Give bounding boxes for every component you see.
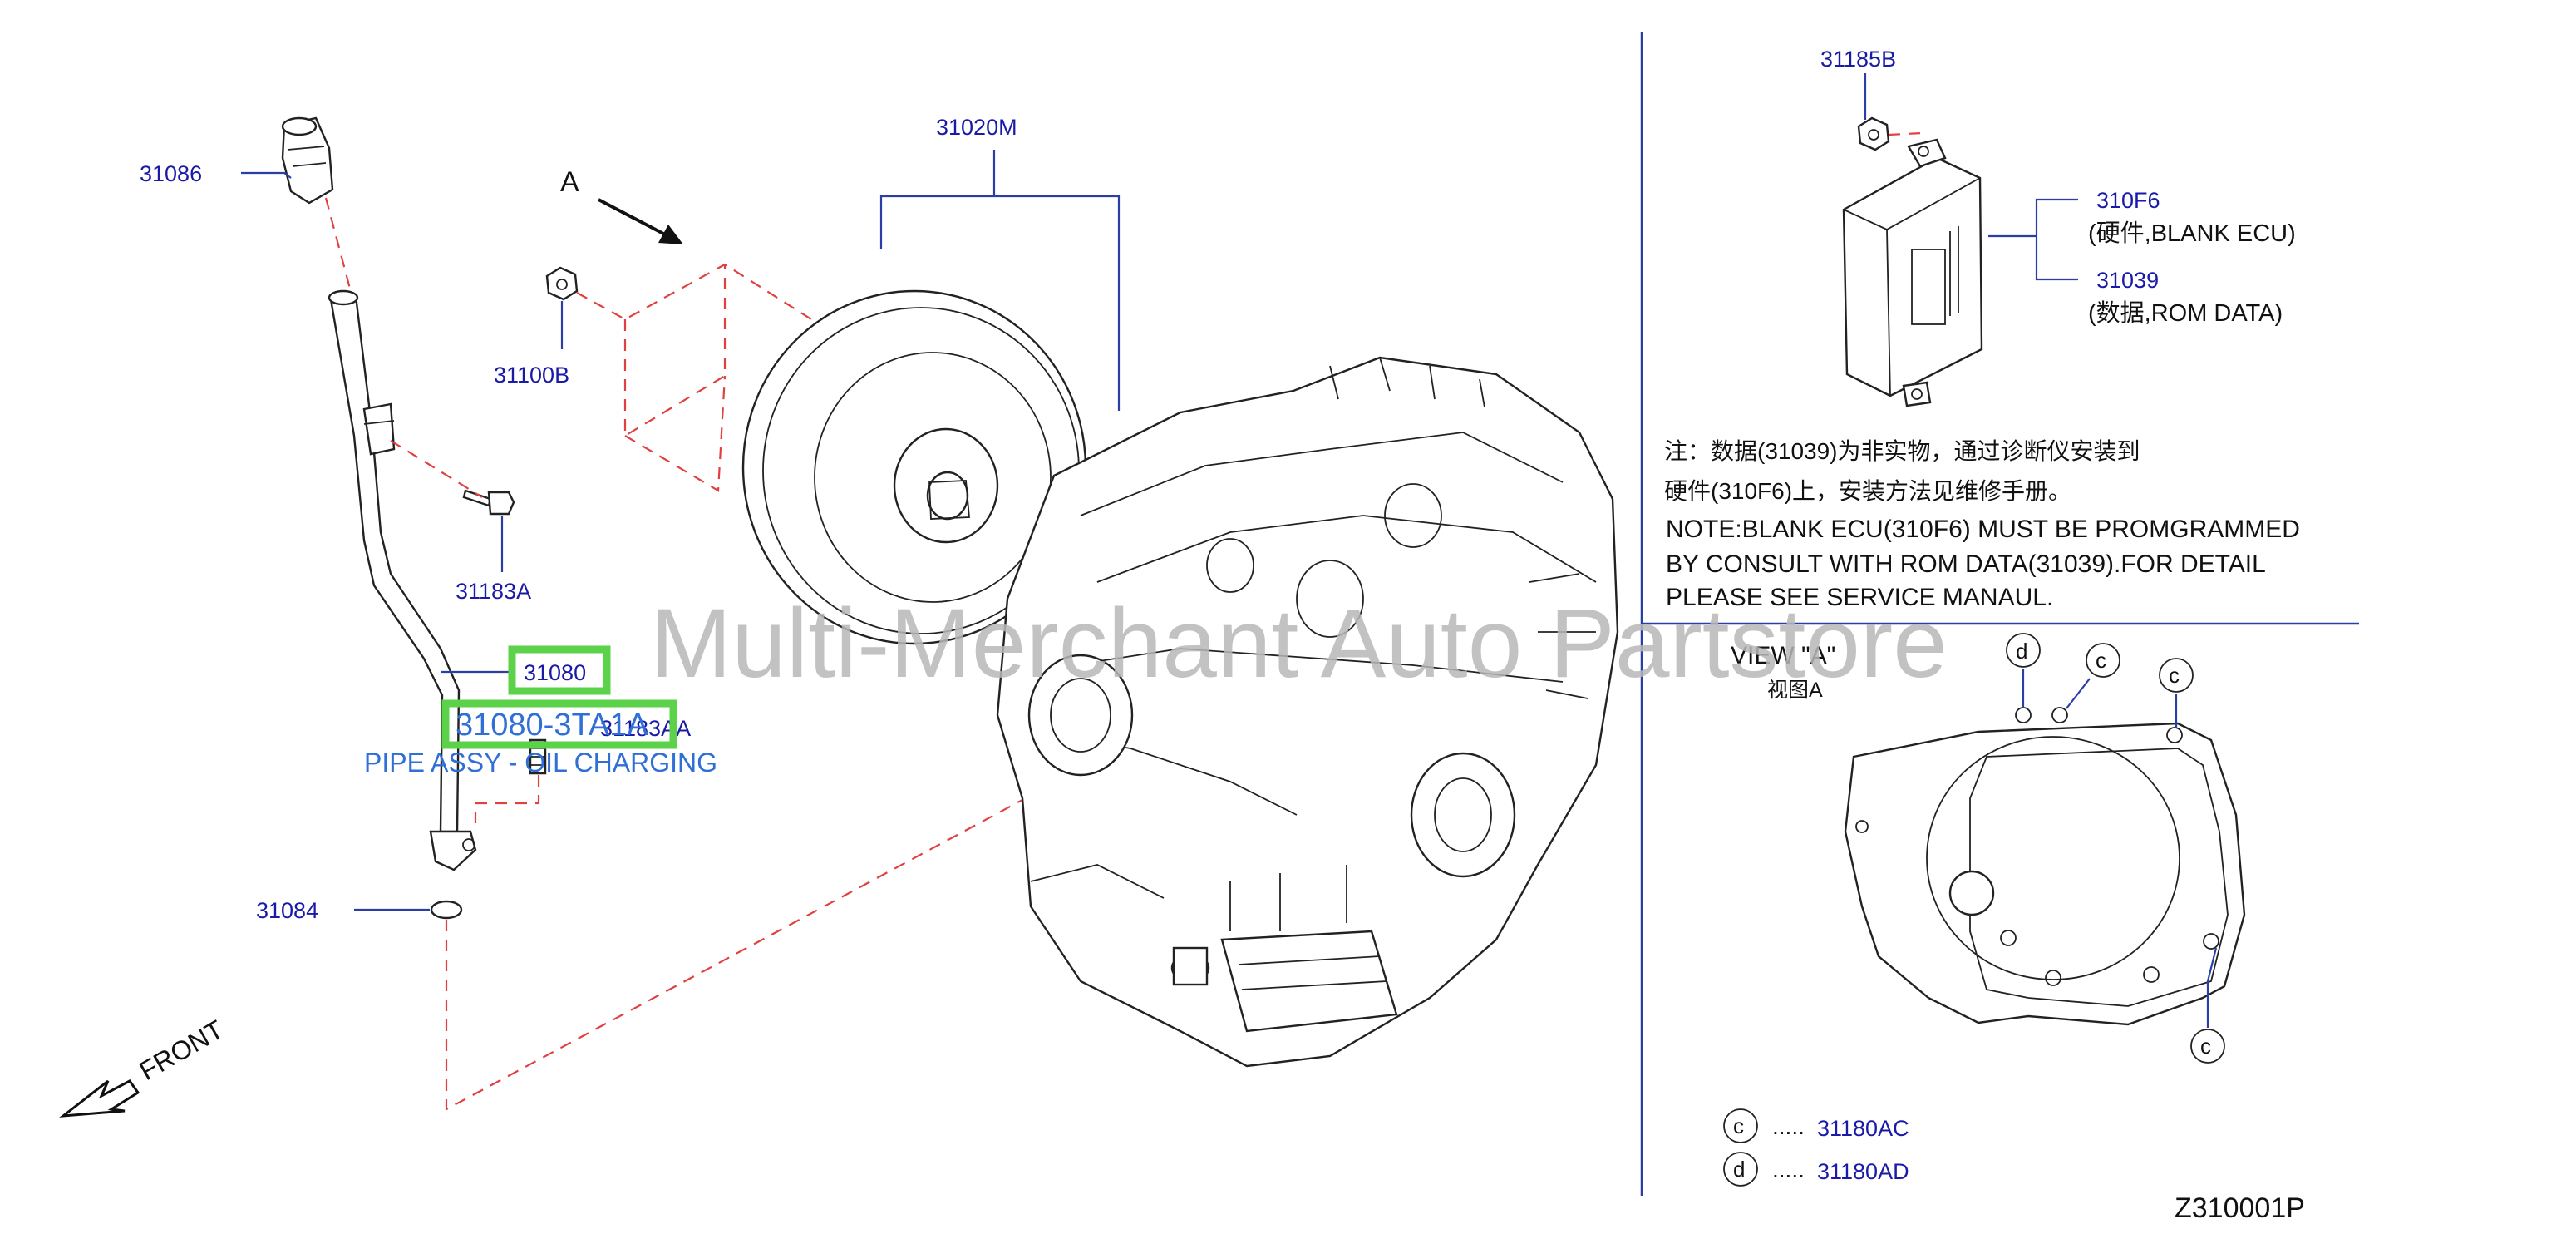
part-desc-310F6: (硬件,BLANK ECU) [2088,220,2296,247]
svg-text:.....: ..... [1772,1157,1805,1182]
dash-31185B [1888,131,1923,136]
watermark-text: Multi-Merchant Auto Partstore [650,589,1948,698]
oil-charging-pipe [328,289,477,871]
torque-converter-31020M [741,289,1087,645]
svg-text:d: d [2016,639,2027,664]
ecu-module [1842,138,1983,407]
part-label-31039[interactable]: 31039 [2096,268,2159,293]
part-label-31020M[interactable]: 31020M [936,115,1017,140]
part-desc-31039: (数据,ROM DATA) [2088,299,2283,327]
dash-31183A [390,440,483,498]
legend-part-31180AD[interactable]: 31180AD [1817,1159,1909,1184]
nut-31185B [1857,116,1890,151]
view-a-title: VIEW "A" [1731,642,1835,669]
marker-d-top: d [2006,633,2041,707]
front-label: FRONT [135,1014,229,1086]
view-a-arrow-icon [598,198,683,244]
o-ring-31084 [430,900,463,920]
dash-31183AA [474,775,540,832]
marker-c-top-2: c [2159,658,2194,728]
note-en-line-1: NOTE:BLANK ECU(310F6) MUST BE PROMGRAMME… [1666,516,2300,543]
svg-text:.....: ..... [1772,1113,1805,1139]
highlight-part-description: PIPE ASSY - OIL CHARGING [364,748,717,777]
view-a-marker: A [560,166,579,198]
marker-c-top-1: c [2066,643,2120,709]
part-label-310F6[interactable]: 310F6 [2096,188,2160,213]
marker-c-bottom: c [2190,947,2225,1064]
highlight-box-31080 [508,645,611,695]
legend-part-31180AC[interactable]: 31180AC [1817,1116,1909,1141]
case-outline [1844,707,2246,1026]
note-cn-line-1: 注：数据(31039)为非实物，通过诊断仪安装到 [1664,438,2140,464]
note-en-line-2: BY CONSULT WITH ROM DATA(31039).FOR DETA… [1666,550,2266,578]
svg-text:c: c [2096,648,2106,673]
part-label-31183A[interactable]: 31183A [456,579,531,604]
part-label-31100B[interactable]: 31100B [494,363,569,387]
leader-ecu-bracket [2035,198,2078,281]
cap-31086 [281,116,334,205]
part-label-31185B[interactable]: 31185B [1820,47,1896,72]
note-cn-line-2: 硬件(310F6)上，安装方法见维修手册。 [1664,478,2071,504]
note-en-line-3: PLEASE SEE SERVICE MANAUL. [1666,584,2053,611]
dash-31086 [324,197,355,302]
front-arrow-icon [59,1079,140,1118]
part-label-31080[interactable]: 31080 [524,660,586,685]
legend-item-c: c ..... [1723,1108,1805,1143]
legend-item-d: d ..... [1723,1152,1805,1187]
leader-31020M [879,195,1121,411]
svg-text:d: d [1733,1157,1745,1182]
part-label-31084[interactable]: 31084 [256,898,318,923]
diagram-code: Z310001P [2175,1192,2305,1224]
leader-31086 [241,171,292,179]
svg-text:c: c [2169,663,2180,688]
part-label-31086[interactable]: 31086 [140,161,202,186]
bolt-31183A [462,489,515,516]
view-a-subtitle: 视图A [1767,679,1823,702]
highlight-part-number[interactable]: 31080-3TA1A [456,708,648,743]
dash-31084 [445,714,1181,1111]
svg-text:c: c [1733,1113,1744,1138]
nut-31100B [545,266,579,301]
svg-text:c: c [2200,1034,2211,1059]
highlight-box-part-number [441,699,677,749]
transaxle-assembly [996,356,1619,1068]
